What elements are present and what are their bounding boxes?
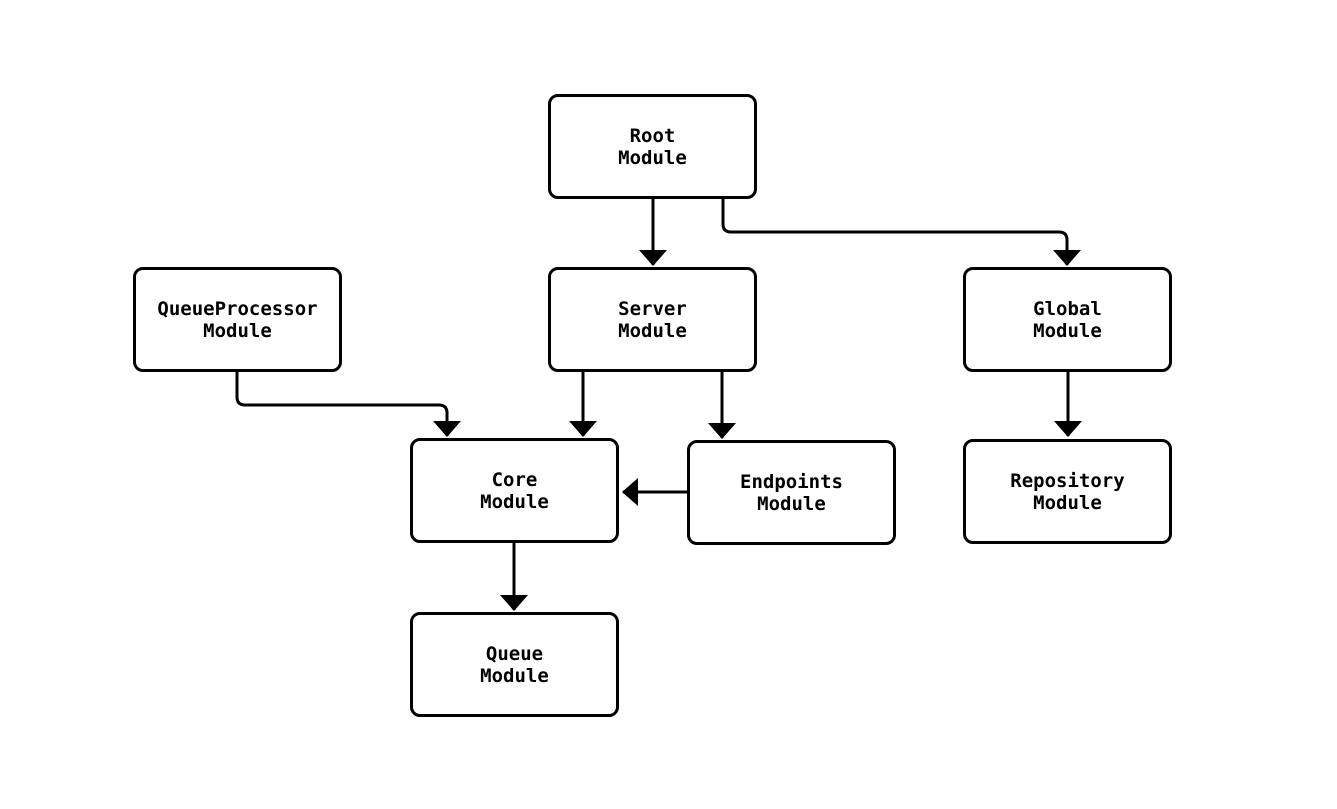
node-label-line: Queue [485, 642, 544, 665]
node-global-module: Global Module [963, 267, 1172, 372]
node-label-line: Module [480, 490, 549, 513]
node-label-line: Module [203, 319, 272, 342]
node-label-line: QueueProcessor [157, 297, 318, 320]
node-label-line: Global [1033, 297, 1102, 320]
node-label-line: Module [1033, 319, 1102, 342]
node-label-line: Module [1033, 491, 1102, 514]
node-label-line: Server [618, 297, 687, 320]
node-server-module: Server Module [548, 267, 757, 372]
node-core-module: Core Module [410, 438, 619, 543]
node-queue-module: Queue Module [410, 612, 619, 717]
node-label-line: Module [618, 319, 687, 342]
node-repository-module: Repository Module [963, 439, 1172, 544]
node-label-line: Endpoints [740, 470, 843, 493]
node-label-line: Core [491, 468, 538, 491]
node-label-line: Module [757, 492, 826, 515]
node-endpoints-module: Endpoints Module [687, 440, 896, 545]
node-label-line: Root [629, 124, 676, 147]
node-label-line: Module [480, 664, 549, 687]
node-queueprocessor-module: QueueProcessor Module [133, 267, 342, 372]
edge-root-to-global [721, 199, 1081, 266]
node-label-line: Module [618, 146, 687, 169]
node-root-module: Root Module [548, 94, 757, 199]
edge-queueprocessor-to-core [235, 372, 461, 437]
node-label-line: Repository [1010, 469, 1125, 492]
